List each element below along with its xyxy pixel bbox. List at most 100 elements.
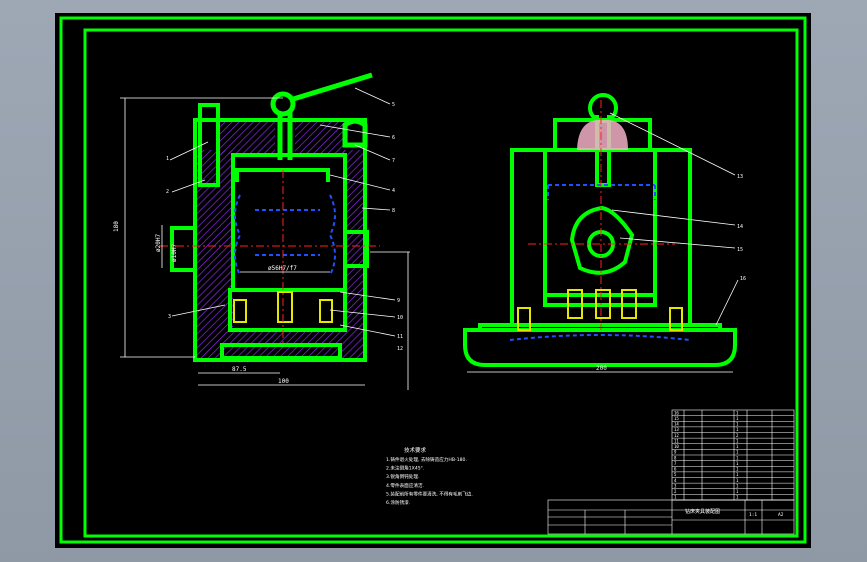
leader-label-15: 15 <box>737 247 743 253</box>
leader-label-13: 13 <box>737 174 743 180</box>
notes-line: 5.装配前所有零件要清洗, 不得有毛刺飞边. <box>386 490 473 497</box>
base-plate <box>220 343 342 360</box>
dim-width-partial-label: 87.5 <box>232 366 247 373</box>
leader-5 <box>354 87 391 105</box>
dim-bore-left-2-label: ø10H7 <box>171 244 178 262</box>
side-dim-width-label: 200 <box>596 365 607 372</box>
parts-table-cell: 14 <box>674 422 679 427</box>
leader-1 <box>169 141 209 161</box>
bolt-center <box>277 291 293 323</box>
parts-table-cell: 11 <box>674 438 679 443</box>
leader-label-14: 14 <box>737 224 743 230</box>
parts-table-cell: 1 <box>736 455 739 460</box>
parts-table-cell: 12 <box>674 433 679 438</box>
parts-table-cell: 1 <box>736 467 739 472</box>
parts-table-cell: 4 <box>674 478 677 483</box>
parts-table-cell: 6 <box>674 467 677 472</box>
parts-table-cell: 1 <box>736 444 739 449</box>
notes-line: 1.铸件退火处理, 去除铸造应力HB-180. <box>386 456 467 463</box>
leader-6 <box>319 124 391 138</box>
parts-table-cell: 1 <box>736 422 739 427</box>
parts-table-cell: 7 <box>674 461 677 466</box>
parts-table-cell: 15 <box>674 416 679 421</box>
parts-table-cell: 1 <box>736 472 739 477</box>
parts-table-cell: 2 <box>674 489 677 494</box>
parts-table-cell: 1 <box>736 461 739 466</box>
body-top-hatch-left <box>220 120 275 154</box>
leader-label-2: 2 <box>166 189 169 195</box>
parts-table-cell: 3 <box>674 483 677 488</box>
leader-label-10: 10 <box>397 315 403 321</box>
parts-table-cell: 8 <box>674 455 677 460</box>
hidden-jaw-right <box>328 194 336 276</box>
leader-label-1: 1 <box>166 156 169 162</box>
notes-line: 3.锐角倒钝处理. <box>386 473 419 480</box>
notes-line: 2.未注倒角1X45°. <box>386 465 424 472</box>
parts-table-cell: 1 <box>736 483 739 488</box>
leader-10 <box>329 309 396 318</box>
dim-width-label: 100 <box>278 378 289 385</box>
leader-11 <box>339 324 396 337</box>
side-platform <box>543 293 657 307</box>
parts-table-cell: 1 <box>736 489 739 494</box>
side-bolt-5 <box>669 307 683 331</box>
drawing-sheet-size: A2 <box>778 512 784 518</box>
dim-height-label: 180 <box>113 221 120 232</box>
lever-arm <box>289 72 373 103</box>
hidden-jaw-left <box>234 194 242 276</box>
notes-line: 6.涂防锈漆. <box>386 499 410 506</box>
parts-table-cell: 1 <box>736 410 739 415</box>
body-outline <box>193 118 367 362</box>
parts-table-cell: 1 <box>736 438 739 443</box>
drawing-name: 钻床夹具装配图 <box>685 508 720 515</box>
lever-stem <box>277 112 293 160</box>
top-guide-left <box>198 103 220 187</box>
parts-table-cell: 1 <box>736 450 739 455</box>
notes-title: 技术要求 <box>404 446 427 454</box>
parts-table-cell: 10 <box>674 444 679 449</box>
leader-label-6: 6 <box>392 135 395 141</box>
parts-table-cell: 16 <box>674 410 679 415</box>
leader-8 <box>361 207 391 211</box>
hidden-center <box>255 209 320 256</box>
technical-notes: 技术要求 1.铸件退火处理, 去除铸造应力HB-180. 2.未注倒角1X45°.… <box>386 446 473 506</box>
leader-label-11: 11 <box>397 334 403 340</box>
leader-2 <box>171 179 206 193</box>
leader-label-12: 12 <box>397 346 403 352</box>
dim-inner-fit-label: ø56H7/f7 <box>268 265 297 272</box>
leader-9 <box>339 291 396 301</box>
paper-background <box>55 13 811 548</box>
drawing-scale: 1:1 <box>749 512 757 518</box>
support-block <box>228 288 347 332</box>
leader-14 <box>611 209 736 226</box>
parts-table-cell: 5 <box>674 472 677 477</box>
side-bolt-3 <box>621 289 637 319</box>
parts-table-cell: 1 <box>736 416 739 421</box>
leader-15 <box>619 237 736 249</box>
parts-table-cell: 1 <box>736 478 739 483</box>
leader-label-7: 7 <box>392 158 395 164</box>
leader-3 <box>171 304 226 317</box>
cam-plate <box>569 205 635 275</box>
left-boss <box>170 226 197 272</box>
leader-label-4: 4 <box>392 188 395 194</box>
leader-label-8: 8 <box>392 208 395 214</box>
side-bolt-2 <box>595 289 611 319</box>
parts-table-cell: 1 <box>736 427 739 432</box>
parts-table-cell: 1 <box>736 495 739 500</box>
front-view: 180 100 87.5 ø20H7 ø10H7 ø56H7/f7 123456… <box>113 72 410 390</box>
lever-pivot <box>270 91 296 117</box>
side-top-block <box>553 118 652 152</box>
parts-table-cell: 9 <box>674 450 677 455</box>
side-bolt-4 <box>517 307 531 331</box>
dim-bore-left-label: ø20H7 <box>155 234 162 252</box>
bolt-right <box>319 299 333 323</box>
side-base <box>463 328 737 367</box>
side-bolt-1 <box>567 289 583 319</box>
parts-table-cell: 1 <box>674 495 677 500</box>
right-knob <box>342 118 368 148</box>
